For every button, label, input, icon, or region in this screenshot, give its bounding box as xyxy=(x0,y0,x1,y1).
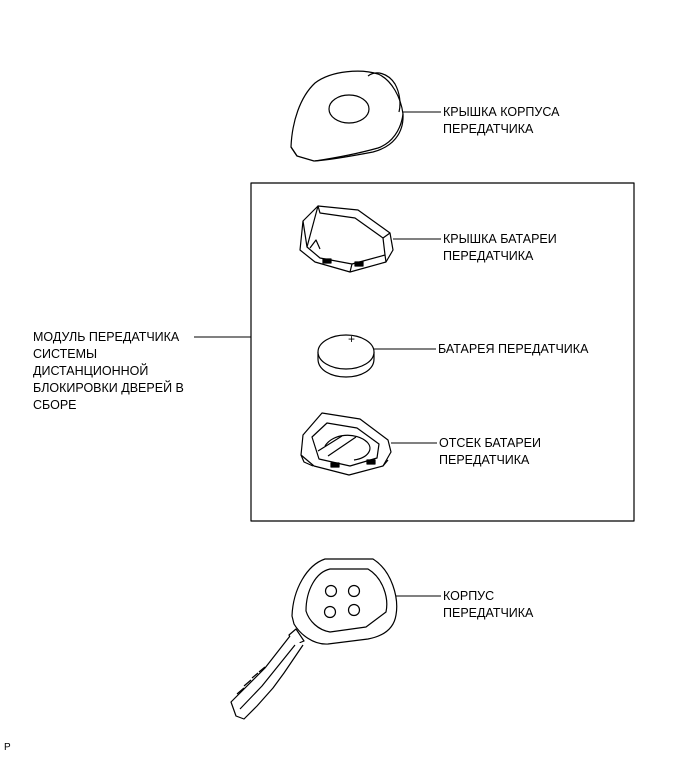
leader-lines xyxy=(194,111,441,597)
battery-polarity-mark: + xyxy=(348,332,356,346)
label-transmitter-cover: КРЫШКА КОРПУСА ПЕРЕДАТЧИКА xyxy=(443,105,560,136)
battery-drawing xyxy=(317,334,375,378)
corner-mark: P xyxy=(4,742,11,753)
module-box xyxy=(250,182,635,522)
label-battery: БАТАРЕЯ ПЕРЕДАТЧИКА xyxy=(438,342,589,356)
transmitter-housing-drawing xyxy=(230,558,398,720)
label-battery-compartment: ОТСЕК БАТАРЕИ ПЕРЕДАТЧИКА xyxy=(439,436,541,467)
label-transmitter-module: МОДУЛЬ ПЕРЕДАТЧИКА СИСТЕМЫ ДИСТАНЦИОННОЙ… xyxy=(33,330,184,412)
label-battery-cover: КРЫШКА БАТАРЕИ ПЕРЕДАТЧИКА xyxy=(443,232,557,263)
battery-compartment-drawing xyxy=(300,412,392,476)
label-transmitter-housing: КОРПУС ПЕРЕДАТЧИКА xyxy=(443,589,534,620)
battery-cover-drawing xyxy=(299,205,394,273)
transmitter-cover-drawing xyxy=(290,70,404,162)
